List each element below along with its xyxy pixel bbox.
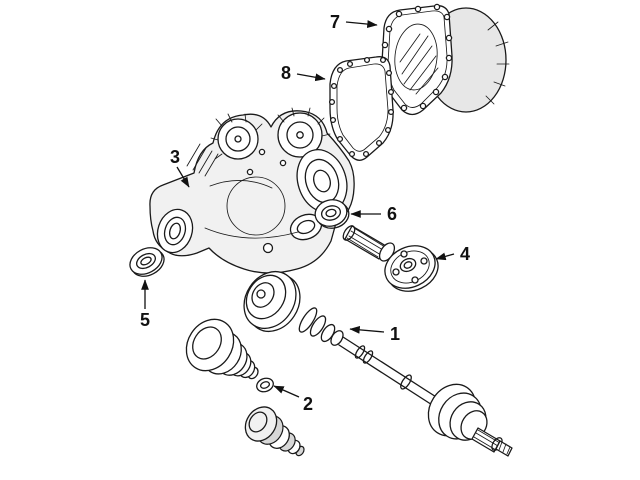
callout-2-label: 2 [303,394,313,414]
callout-6-label: 6 [387,204,397,224]
callout-5-label: 5 [140,310,150,330]
callout-2-arrow [273,385,300,398]
axle-shaft-assembly-drawing [243,270,513,457]
rear-cover-drawing [380,3,510,116]
callout-1-label: 1 [390,324,400,344]
callout-8-arrow [296,73,326,82]
callout-3-label: 3 [170,147,180,167]
cv-boot-kit-drawing [185,318,305,457]
output-flange-drawing [342,225,439,292]
differential-assembly-drawing [149,107,355,274]
callout-4-arrow [435,252,455,261]
callout-3-arrow [176,166,190,188]
callout-7-arrow [345,20,378,28]
callout-8-label: 8 [281,63,291,83]
cover-gasket-drawing [328,56,395,161]
callout-7-label: 7 [330,12,340,32]
callout-4-label: 4 [460,244,470,264]
flange-seal-drawing [314,199,350,229]
callouts: 1 2 3 4 5 6 7 8 [140,12,470,414]
axle-side-seal-drawing [129,247,165,277]
callout-1-arrow [349,325,385,334]
